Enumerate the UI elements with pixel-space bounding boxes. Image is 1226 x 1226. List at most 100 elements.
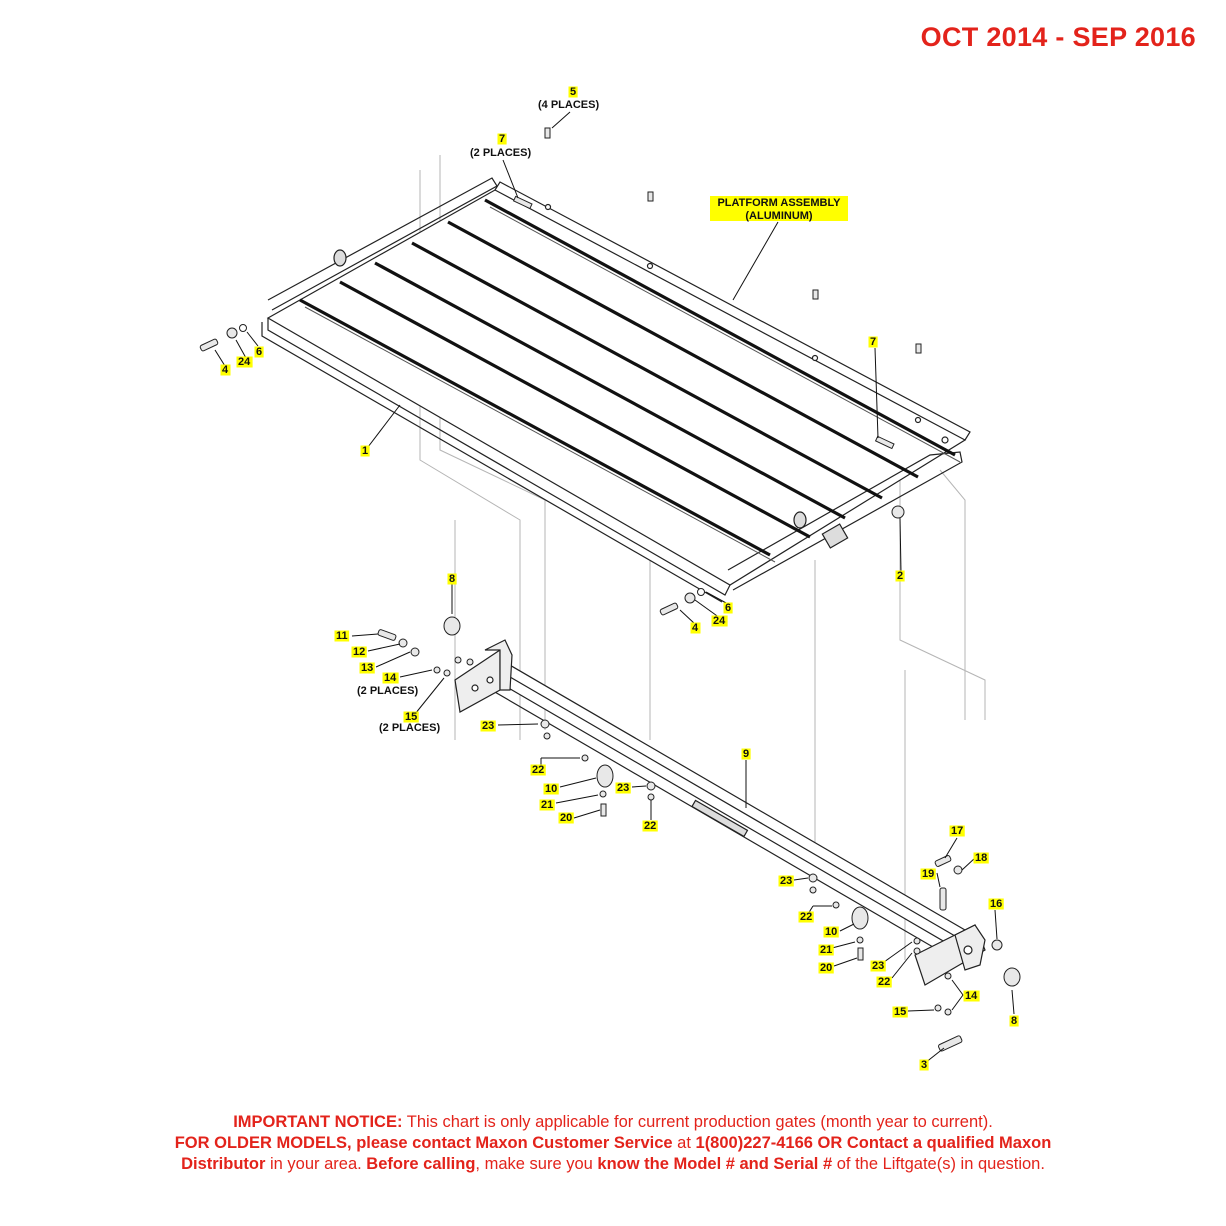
callout-21b: 21 (820, 944, 832, 956)
notice-l3-bold3: know the Model # and Serial # (597, 1155, 833, 1173)
hardware-parts (199, 127, 1021, 1052)
callout-22a: 22 (532, 764, 544, 776)
callout-2: 2 (897, 570, 903, 582)
callout-4b: 4 (692, 622, 699, 634)
assembly-label-line1: PLATFORM ASSEMBLY (717, 197, 841, 209)
callout-highlight (403, 711, 419, 723)
callout-highlight (818, 944, 834, 956)
callout-24a: 24 (238, 356, 251, 368)
callout-highlight (870, 960, 886, 972)
callout-23c: 23 (780, 875, 792, 887)
notice-l2-text: at (672, 1134, 696, 1152)
callout-22b: 22 (644, 820, 656, 832)
callout-highlight (876, 976, 892, 988)
callout-highlight (351, 646, 367, 658)
callout-10a: 10 (545, 783, 557, 795)
right-bracket (914, 924, 986, 986)
callout-highlight (568, 86, 578, 98)
callout-7a: 7 (499, 133, 505, 145)
callout-15a-note: (2 PLACES) (379, 722, 440, 734)
callout-highlight (558, 812, 574, 824)
callout-highlight (741, 748, 751, 760)
platform-assembly (261, 177, 971, 603)
callout-highlight (798, 911, 814, 923)
callout-highlight (973, 852, 989, 864)
callout-23b: 23 (617, 782, 629, 794)
callout-highlight (497, 133, 507, 145)
callout-highlight (818, 962, 834, 974)
callout-15b: 15 (894, 1006, 906, 1018)
callout-14a-note: (2 PLACES) (357, 685, 418, 697)
callout-highlight (360, 445, 370, 457)
callout-highlight (949, 825, 965, 837)
callout-highlight (723, 602, 733, 614)
callout-highlight (895, 570, 905, 582)
notice-l3-text2: , make sure you (475, 1155, 598, 1173)
callout-highlight (642, 820, 658, 832)
notice-l1-text: This chart is only applicable for curren… (402, 1113, 993, 1131)
callout-highlight (543, 783, 559, 795)
callout-23d: 23 (872, 960, 884, 972)
callout-19: 19 (922, 868, 934, 880)
callout-14a: 14 (384, 672, 397, 684)
callout-1: 1 (362, 445, 368, 457)
callout-15a: 15 (405, 711, 417, 723)
date-range: OCT 2014 - SEP 2016 (920, 22, 1196, 52)
callout-highlight (615, 782, 631, 794)
callout-17: 17 (951, 825, 963, 837)
notice-l3-bold: Distributor (181, 1155, 266, 1173)
callout-highlight (919, 1059, 929, 1071)
assembly-label-highlight (710, 196, 848, 221)
callout-highlight (539, 799, 555, 811)
callout-20b: 20 (820, 962, 832, 974)
callout-12: 12 (353, 646, 365, 658)
callout-20a: 20 (560, 812, 572, 824)
callout-9: 9 (743, 748, 749, 760)
callout-14b: 14 (965, 990, 978, 1002)
notice-l3-text3: of the Liftgate(s) in question. (832, 1155, 1045, 1173)
callout-highlight (254, 346, 264, 358)
callout-highlight (1009, 1015, 1019, 1027)
notice-l2-bold: FOR OLDER MODELS, please contact Maxon C… (174, 1134, 673, 1152)
callout-highlight (963, 990, 980, 1002)
notice-l1-bold: IMPORTANT NOTICE: (233, 1113, 403, 1131)
callout-highlight (823, 926, 839, 938)
assembly-label-line2: (ALUMINUM) (745, 210, 813, 222)
callout-22d: 22 (878, 976, 890, 988)
callout-16: 16 (990, 898, 1002, 910)
notice-l3-text: in your area. (265, 1155, 367, 1173)
callout-4a: 4 (222, 364, 229, 376)
callout-highlight (359, 662, 375, 674)
callout-6a: 6 (256, 346, 262, 358)
callout-labels: 5 (4 PLACES) 7 (2 PLACES) 7 4 24 6 1 2 4… (220, 86, 1019, 1071)
callout-22c: 22 (800, 911, 812, 923)
left-bracket (454, 639, 513, 713)
callout-7a-note: (2 PLACES) (470, 147, 531, 159)
callout-18: 18 (975, 852, 987, 864)
callout-8b: 8 (1011, 1015, 1017, 1027)
callout-highlight (220, 364, 231, 376)
callout-5: 5 (570, 86, 576, 98)
callout-5-note: (4 PLACES) (538, 99, 599, 111)
callout-10b: 10 (825, 926, 837, 938)
callout-highlight (334, 630, 350, 642)
callout-6b: 6 (725, 602, 731, 614)
callout-highlight (530, 764, 546, 776)
platform-plate (266, 189, 967, 586)
notice-l3-bold2: Before calling (366, 1155, 476, 1173)
callout-highlight (480, 720, 496, 732)
callout-7b: 7 (870, 336, 876, 348)
crossbar (486, 663, 967, 956)
callout-highlight (447, 573, 457, 585)
callout-highlight (988, 898, 1004, 910)
notice-l2-bold2: 1(800)227-4166 OR Contact a qualified Ma… (695, 1134, 1052, 1152)
callout-8a: 8 (449, 573, 455, 585)
callout-highlight (778, 875, 794, 887)
callout-highlight (382, 672, 399, 684)
leader-lines (214, 111, 1015, 1064)
callout-highlight (892, 1006, 908, 1018)
callout-13: 13 (361, 662, 373, 674)
callout-11: 11 (336, 630, 348, 642)
callout-highlight (711, 615, 728, 627)
